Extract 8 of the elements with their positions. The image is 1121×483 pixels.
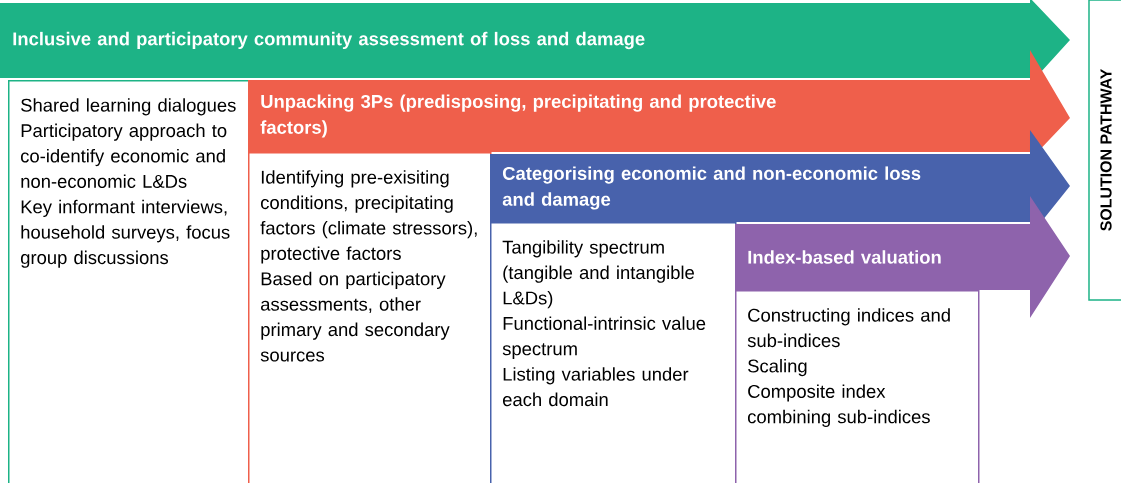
text-box: Identifying pre-exisiting conditions, precipitating factors (climate stressors), protective factors Based on participatory assessments, other primary and secondary sources (248, 152, 492, 483)
arrow-band: Inclusive and participatory community assessment of loss and damage (0, 0, 1070, 84)
arrow-band: Unpacking 3Ps (predisposing, precipitating and protective factors) (248, 50, 1070, 160)
arrow-band: Categorising economic and non-economic loss and damage (490, 130, 1070, 236)
text-box: Tangibility spectrum (tangible and intangible L&Ds) Functional-intrinsic value spectrum Listing variables under each domain (490, 222, 737, 483)
pathway-box: SOLUTION PATHWAY (1088, 0, 1121, 301)
text-box: Shared learning dialogues Participatory approach to co-identify economic and non-economic L&Ds Key informant interviews, household surveys, focus group discussions (8, 80, 250, 483)
text-box: Constructing indices and sub-indices Scaling Composite index combining sub-indices (735, 290, 980, 483)
